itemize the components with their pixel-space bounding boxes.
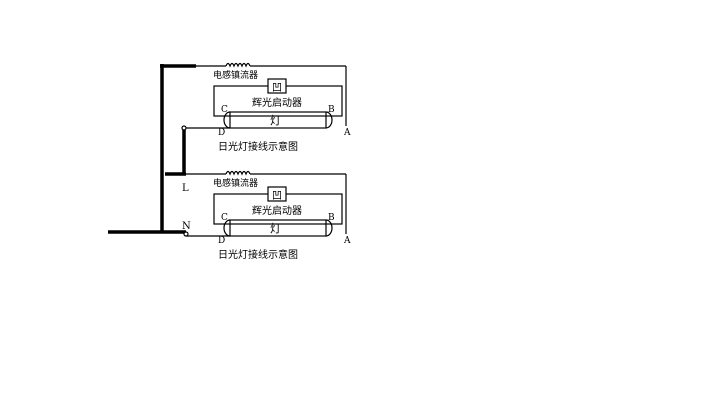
circuit-2 [183, 170, 347, 237]
starter-glyph-1: 凹 [272, 83, 282, 94]
pin-b-label-1: B [328, 105, 335, 115]
diagram-caption-2: 日光灯接线示意图 [218, 248, 298, 261]
lamp-tube-2 [229, 219, 327, 237]
pin-d-label-2: D [218, 236, 225, 246]
pin-c-label-2: C [221, 213, 228, 223]
pin-a-label-1: A [343, 128, 351, 138]
pin-c-label-1: C [221, 105, 228, 115]
pin-d-label-1: D [218, 128, 225, 138]
pin-a-label-2: A [343, 236, 351, 246]
ballast-label-1: 电感镇流器 [213, 69, 258, 81]
starter-label-2: 辉光启动器 [252, 204, 302, 217]
starter-icon-1 [267, 78, 287, 94]
ballast-label-2: 电感镇流器 [213, 177, 258, 189]
live-terminal-label: L [182, 183, 189, 194]
circuit-1 [181, 62, 347, 131]
ballast-coil-2 [225, 170, 251, 176]
lamp-label-2: 灯 [270, 222, 281, 235]
neutral-terminal-label: N [182, 221, 191, 232]
starter-label-1: 辉光启动器 [252, 96, 302, 109]
starter-glyph-2: 凹 [272, 191, 282, 202]
diagram-caption-1: 日光灯接线示意图 [218, 140, 298, 153]
pin-b-label-2: B [328, 213, 335, 223]
supply-wiring [108, 64, 196, 234]
ballast-coil-1 [225, 62, 251, 68]
lamp-label-1: 灯 [270, 114, 281, 127]
starter-icon-2 [267, 186, 287, 202]
lamp-tube-1 [229, 111, 327, 129]
